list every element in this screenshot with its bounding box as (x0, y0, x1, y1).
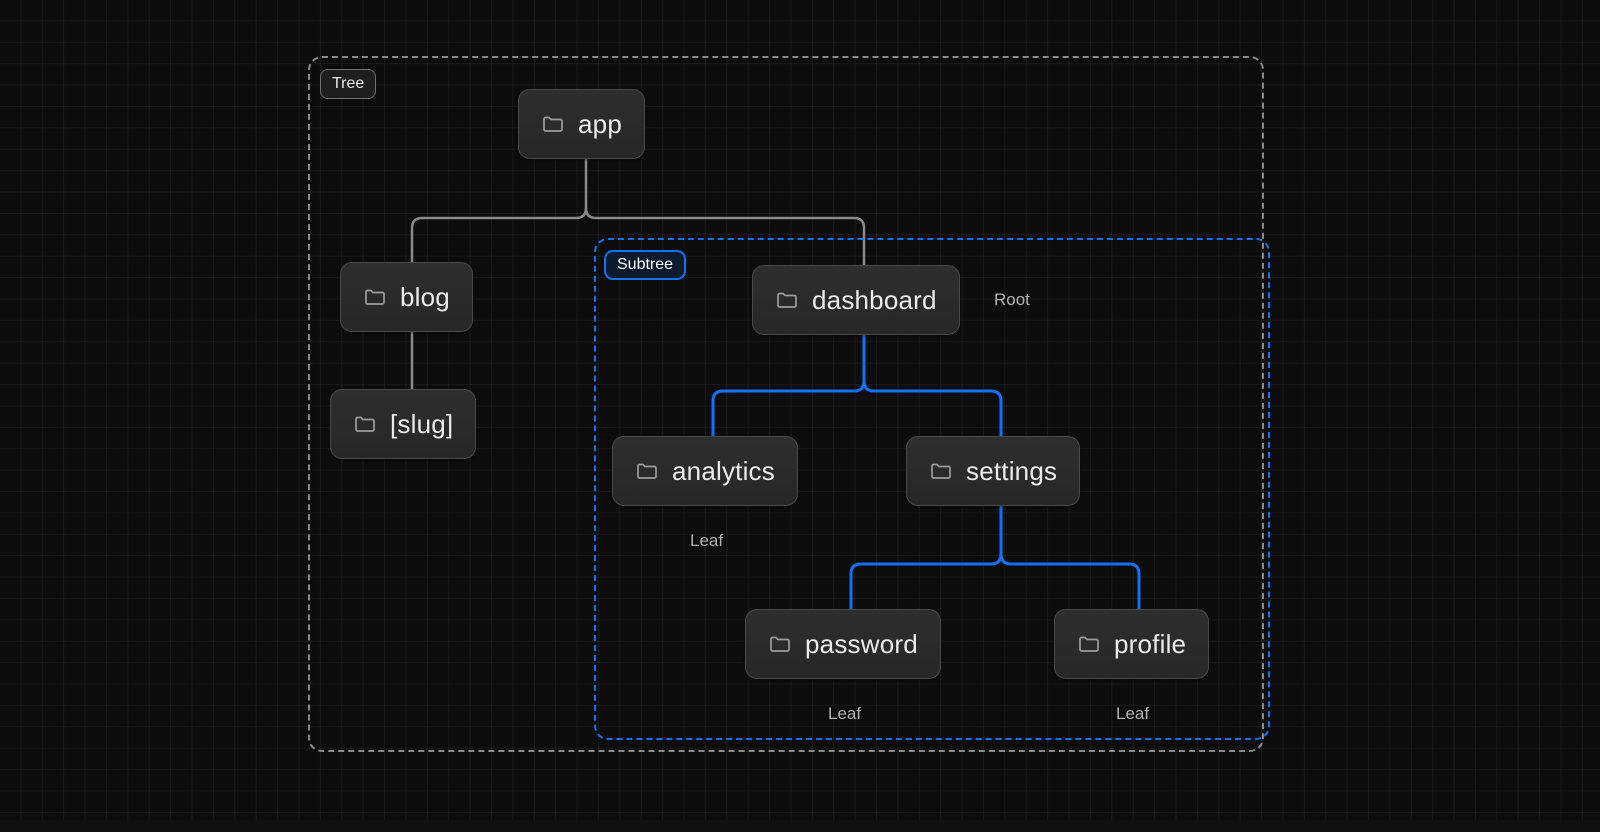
folder-icon (353, 412, 377, 436)
tree-node-dashboard[interactable]: dashboard (752, 265, 960, 335)
node-label: password (805, 628, 918, 659)
folder-icon (363, 285, 387, 309)
tree-node-blog[interactable]: blog (340, 262, 473, 332)
folder-icon (929, 459, 953, 483)
tree-container[interactable] (308, 56, 1264, 752)
folder-icon (775, 288, 799, 312)
node-label: dashboard (812, 284, 937, 315)
folder-icon (1077, 632, 1101, 656)
folder-icon (768, 632, 792, 656)
node-label: app (578, 108, 622, 139)
subtree-container-badge[interactable]: Subtree (604, 250, 687, 280)
canvas-bottom-band (0, 820, 1600, 832)
annotation-leaf-password: Leaf (828, 704, 862, 723)
tree-container-badge[interactable]: Tree (320, 69, 377, 99)
annotation-root: Root (994, 290, 1030, 309)
node-label: [slug] (390, 408, 454, 439)
folder-icon (541, 112, 565, 136)
subtree-container[interactable] (594, 238, 1270, 740)
tree-node-slug[interactable]: [slug] (330, 389, 477, 459)
annotation-leaf-profile: Leaf (1116, 704, 1150, 723)
node-label: analytics (672, 455, 775, 486)
tree-node-app[interactable]: app (518, 89, 645, 159)
tree-node-password[interactable]: password (745, 609, 941, 679)
tree-node-analytics[interactable]: analytics (612, 436, 798, 506)
tree-node-settings[interactable]: settings (906, 436, 1081, 506)
node-label: settings (966, 455, 1058, 486)
node-label: profile (1114, 628, 1187, 659)
folder-icon (635, 459, 659, 483)
annotation-leaf-analytics: Leaf (690, 531, 724, 550)
node-label: blog (400, 281, 450, 312)
tree-node-profile[interactable]: profile (1054, 609, 1210, 679)
